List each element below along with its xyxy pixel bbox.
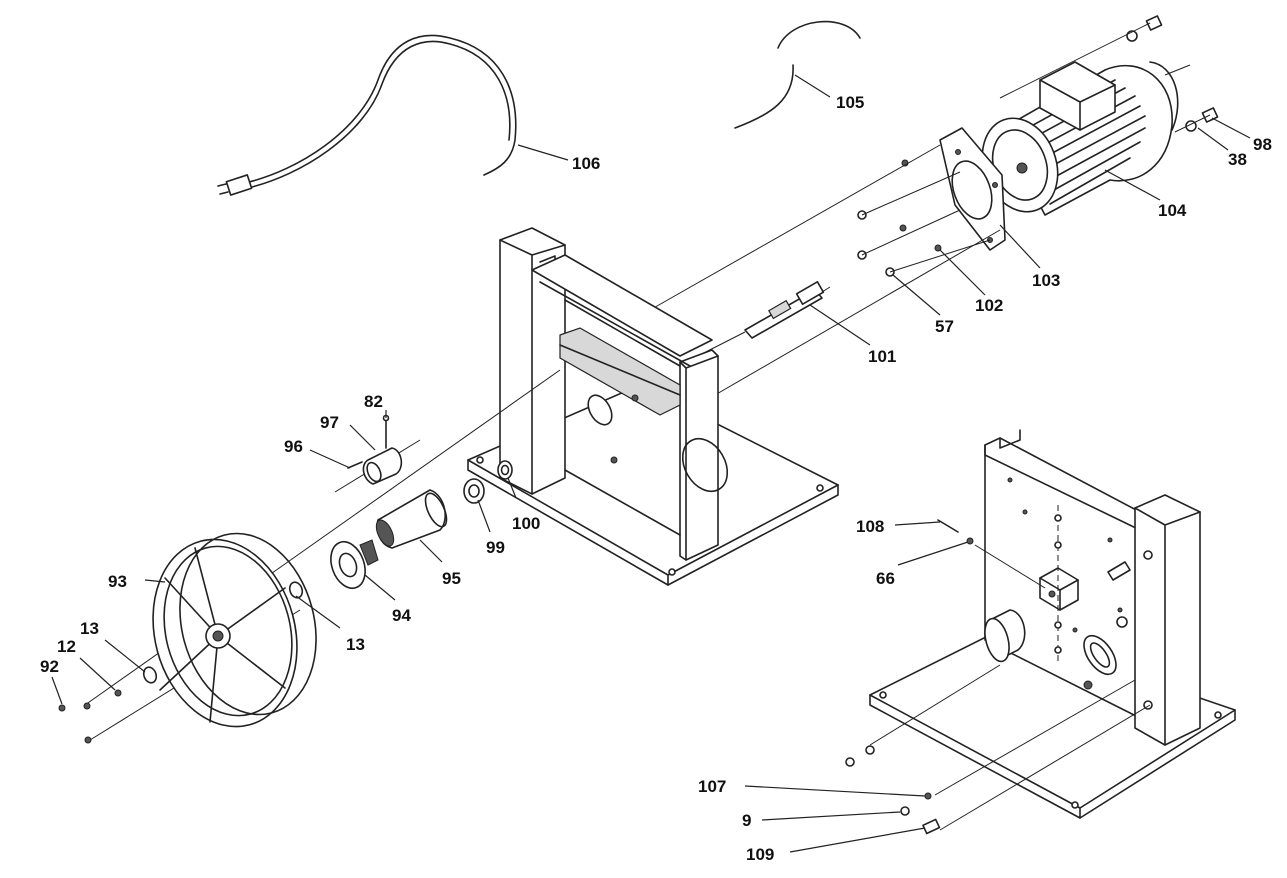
axis-line-upper [649, 144, 941, 311]
main-frame [467, 227, 839, 586]
handwheel-fasteners [58, 581, 304, 744]
callout-109: 109 [746, 845, 774, 864]
callout-93: 93 [108, 572, 127, 591]
bushing [463, 460, 513, 504]
shaft [689, 281, 831, 361]
callout-103: 103 [1032, 271, 1060, 290]
flange-fasteners [857, 159, 991, 277]
wire [734, 20, 861, 129]
callout-9: 9 [742, 811, 751, 830]
callout-57: 57 [935, 317, 954, 336]
axis-line-lower [714, 229, 1001, 396]
callout-95: 95 [442, 569, 461, 588]
cone [375, 489, 448, 549]
secondary-frame [869, 429, 1236, 831]
callout-107: 107 [698, 777, 726, 796]
callout-102: 102 [975, 296, 1003, 315]
callout-105: 105 [836, 93, 864, 112]
callout-94: 94 [392, 606, 411, 625]
callout-82: 82 [364, 392, 383, 411]
callout-12: 12 [57, 637, 76, 656]
callout-101: 101 [868, 347, 896, 366]
callout-38: 38 [1228, 150, 1247, 169]
callout-104: 104 [1158, 201, 1187, 220]
callout-13-right: 13 [346, 635, 365, 654]
power-cord [217, 34, 517, 196]
hub-flange [330, 539, 379, 590]
callout-100: 100 [512, 514, 540, 533]
callout-97: 97 [320, 413, 339, 432]
callout-66: 66 [876, 569, 895, 588]
callout-96: 96 [284, 437, 303, 456]
leader-lines [51, 74, 1251, 853]
motor-screws [999, 15, 1219, 133]
callout-13-left: 13 [80, 619, 99, 638]
secondary-fasteners [845, 519, 974, 835]
callout-108: 108 [856, 517, 884, 536]
handwheel [152, 532, 317, 728]
motor [981, 61, 1191, 216]
callout-92: 92 [40, 657, 59, 676]
callout-99: 99 [486, 538, 505, 557]
flange-plate [939, 127, 1006, 251]
callout-labels: 106 105 98 38 104 103 102 57 101 82 97 9… [40, 93, 1272, 864]
callout-98: 98 [1253, 135, 1272, 154]
callout-106: 106 [572, 154, 600, 173]
